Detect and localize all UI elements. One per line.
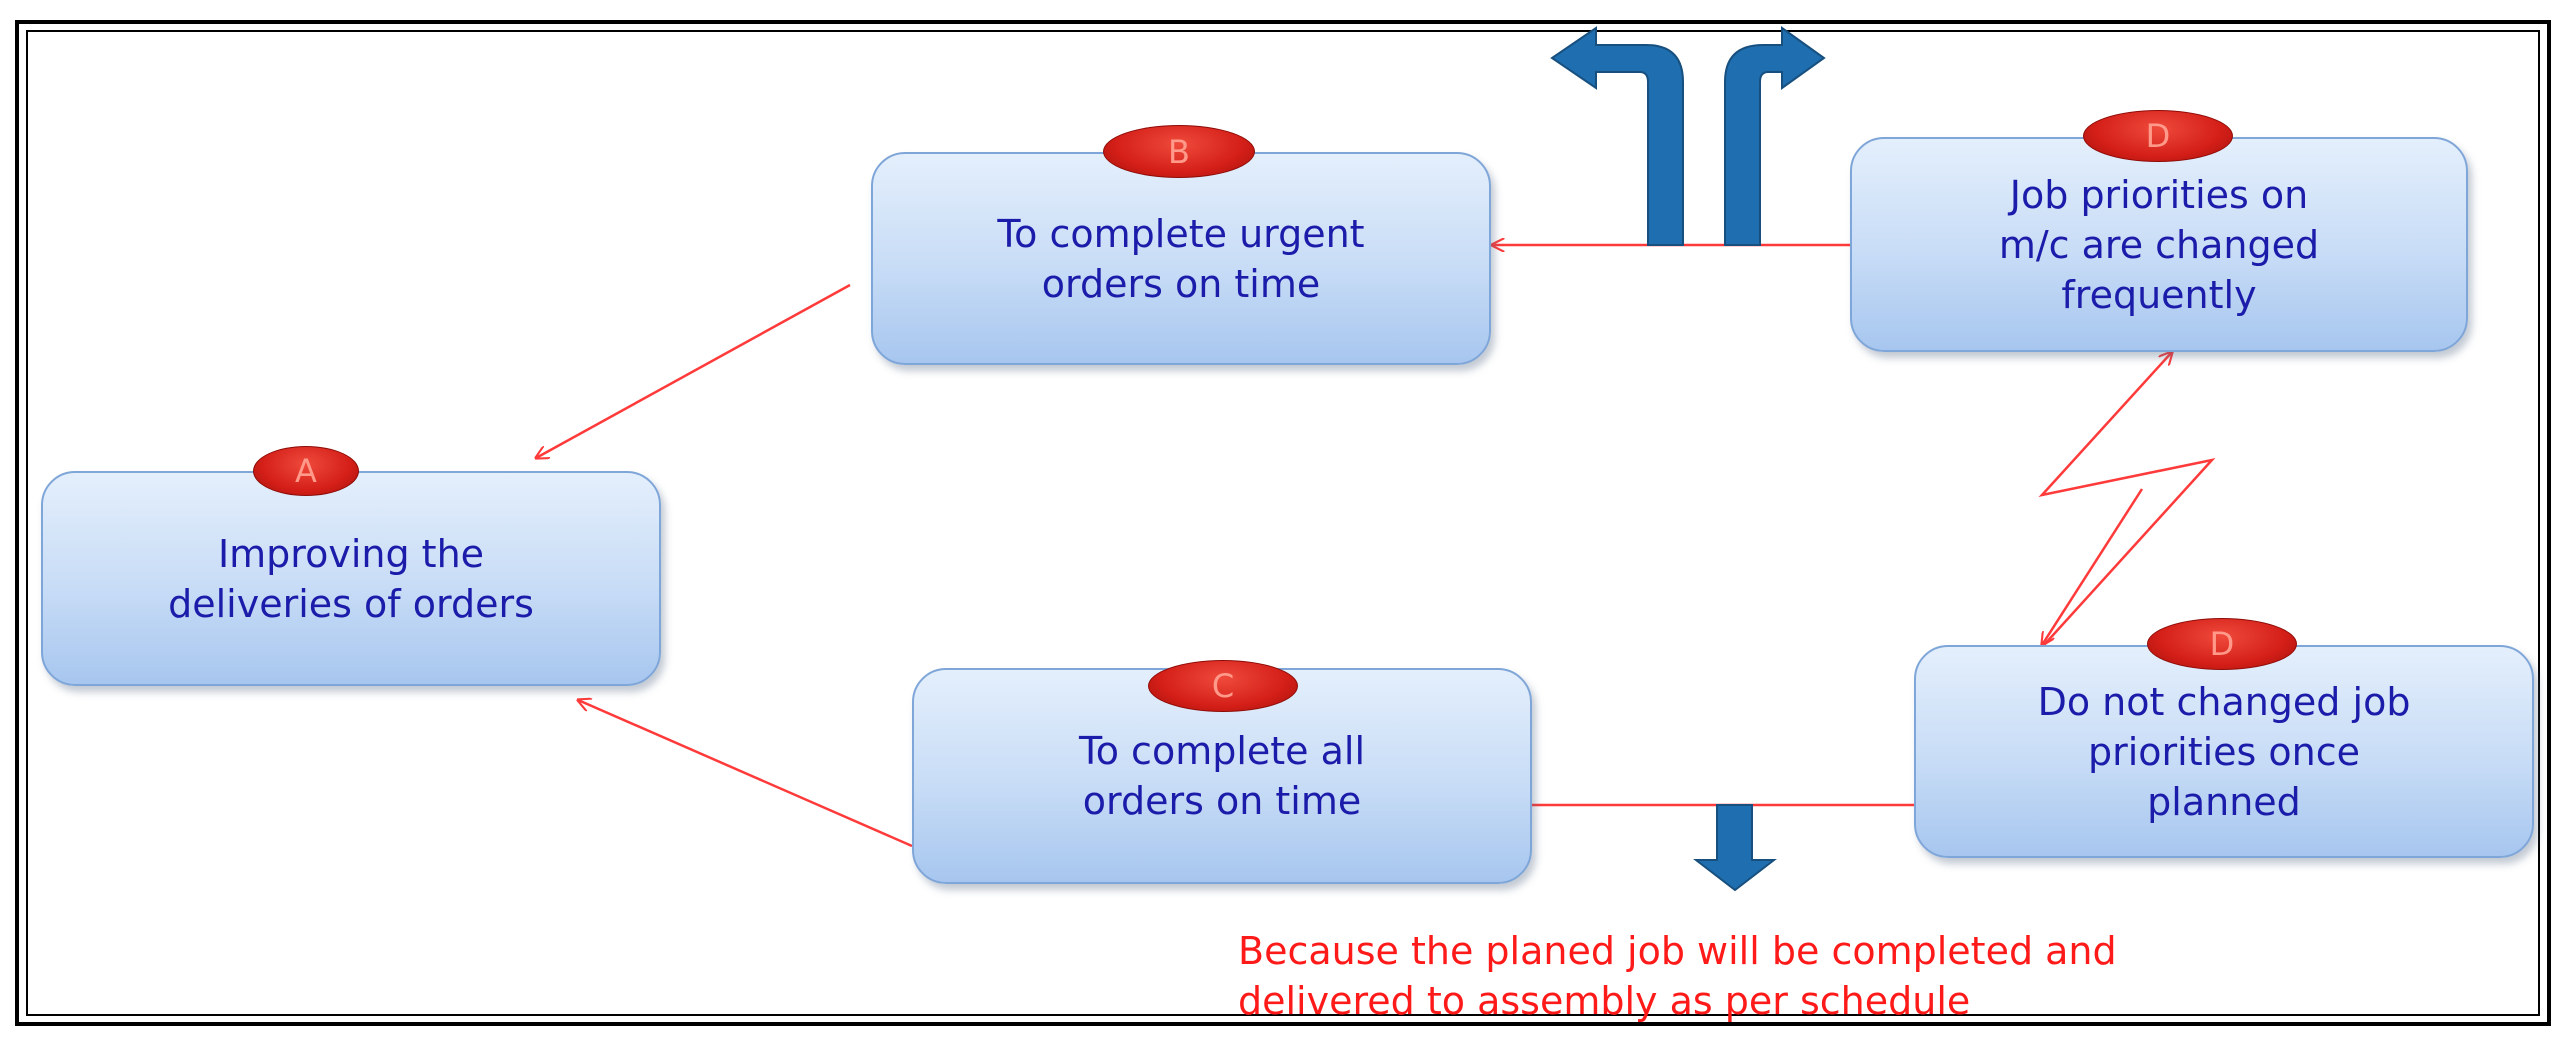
- node-d2-badge: D: [2147, 618, 2297, 670]
- node-a-improving-deliveries: Improving the deliveries of orders: [41, 471, 661, 686]
- node-b-badge: B: [1103, 125, 1255, 178]
- node-a-badge: A: [253, 446, 359, 496]
- zigzag-link-d2-tip: [2042, 488, 2144, 645]
- explanation-note: Because the planed job will be completed…: [1238, 929, 2117, 1023]
- node-b-text: To complete urgent orders on time: [997, 211, 1365, 306]
- node-d2-priorities-fixed: Do not changed job priorities once plann…: [1914, 645, 2534, 858]
- blue-arrow-up-left: [1550, 26, 1684, 246]
- node-a-text: Improving the deliveries of orders: [168, 531, 534, 626]
- node-d2-text: Do not changed job priorities once plann…: [2037, 679, 2411, 824]
- node-b-urgent-orders: To complete urgent orders on time: [871, 152, 1491, 365]
- inner-frame: [26, 30, 2540, 1016]
- node-d1-priorities-changed: Job priorities on m/c are changed freque…: [1850, 137, 2468, 352]
- node-c-all-orders: To complete all orders on time: [912, 668, 1532, 884]
- node-c-badge: C: [1148, 660, 1298, 712]
- blue-arrow-down: [1693, 804, 1777, 892]
- arrow-c-to-a: [578, 700, 913, 848]
- outer-frame: [15, 20, 2551, 1026]
- node-c-text: To complete all orders on time: [1078, 729, 1366, 823]
- arrow-b-to-a: [536, 283, 851, 458]
- blue-arrow-up-right: [1724, 26, 1826, 246]
- zigzag-link-d2-d1: [2038, 352, 2216, 646]
- node-d1-badge: D: [2083, 110, 2233, 162]
- node-d1-text: Job priorities on m/c are changed freque…: [1998, 172, 2320, 317]
